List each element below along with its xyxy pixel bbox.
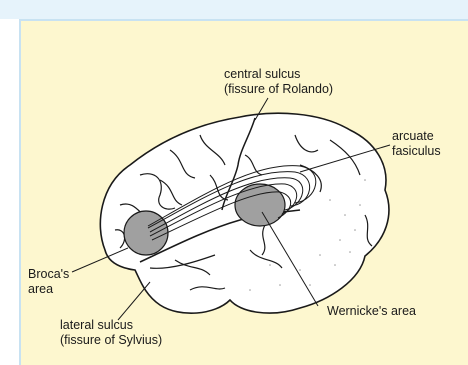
lateral-sulcus-alt-label: (fissure of Sylvius)	[60, 333, 162, 348]
lateral-sulcus-label: lateral sulcus	[60, 318, 133, 333]
central-sulcus-alt-label: (fissure of Rolando)	[224, 82, 333, 97]
central-sulcus-label: central sulcus	[224, 67, 300, 82]
wernicke-area-region	[235, 184, 285, 226]
arcuate-label-line2: fasiculus	[392, 144, 441, 159]
broca-label: Broca's	[28, 267, 69, 282]
wernicke-label: Wernicke's area	[327, 304, 416, 319]
broca-label-line2: area	[28, 282, 53, 297]
broca-area-region	[124, 211, 168, 255]
arcuate-label: arcuate	[392, 129, 434, 144]
